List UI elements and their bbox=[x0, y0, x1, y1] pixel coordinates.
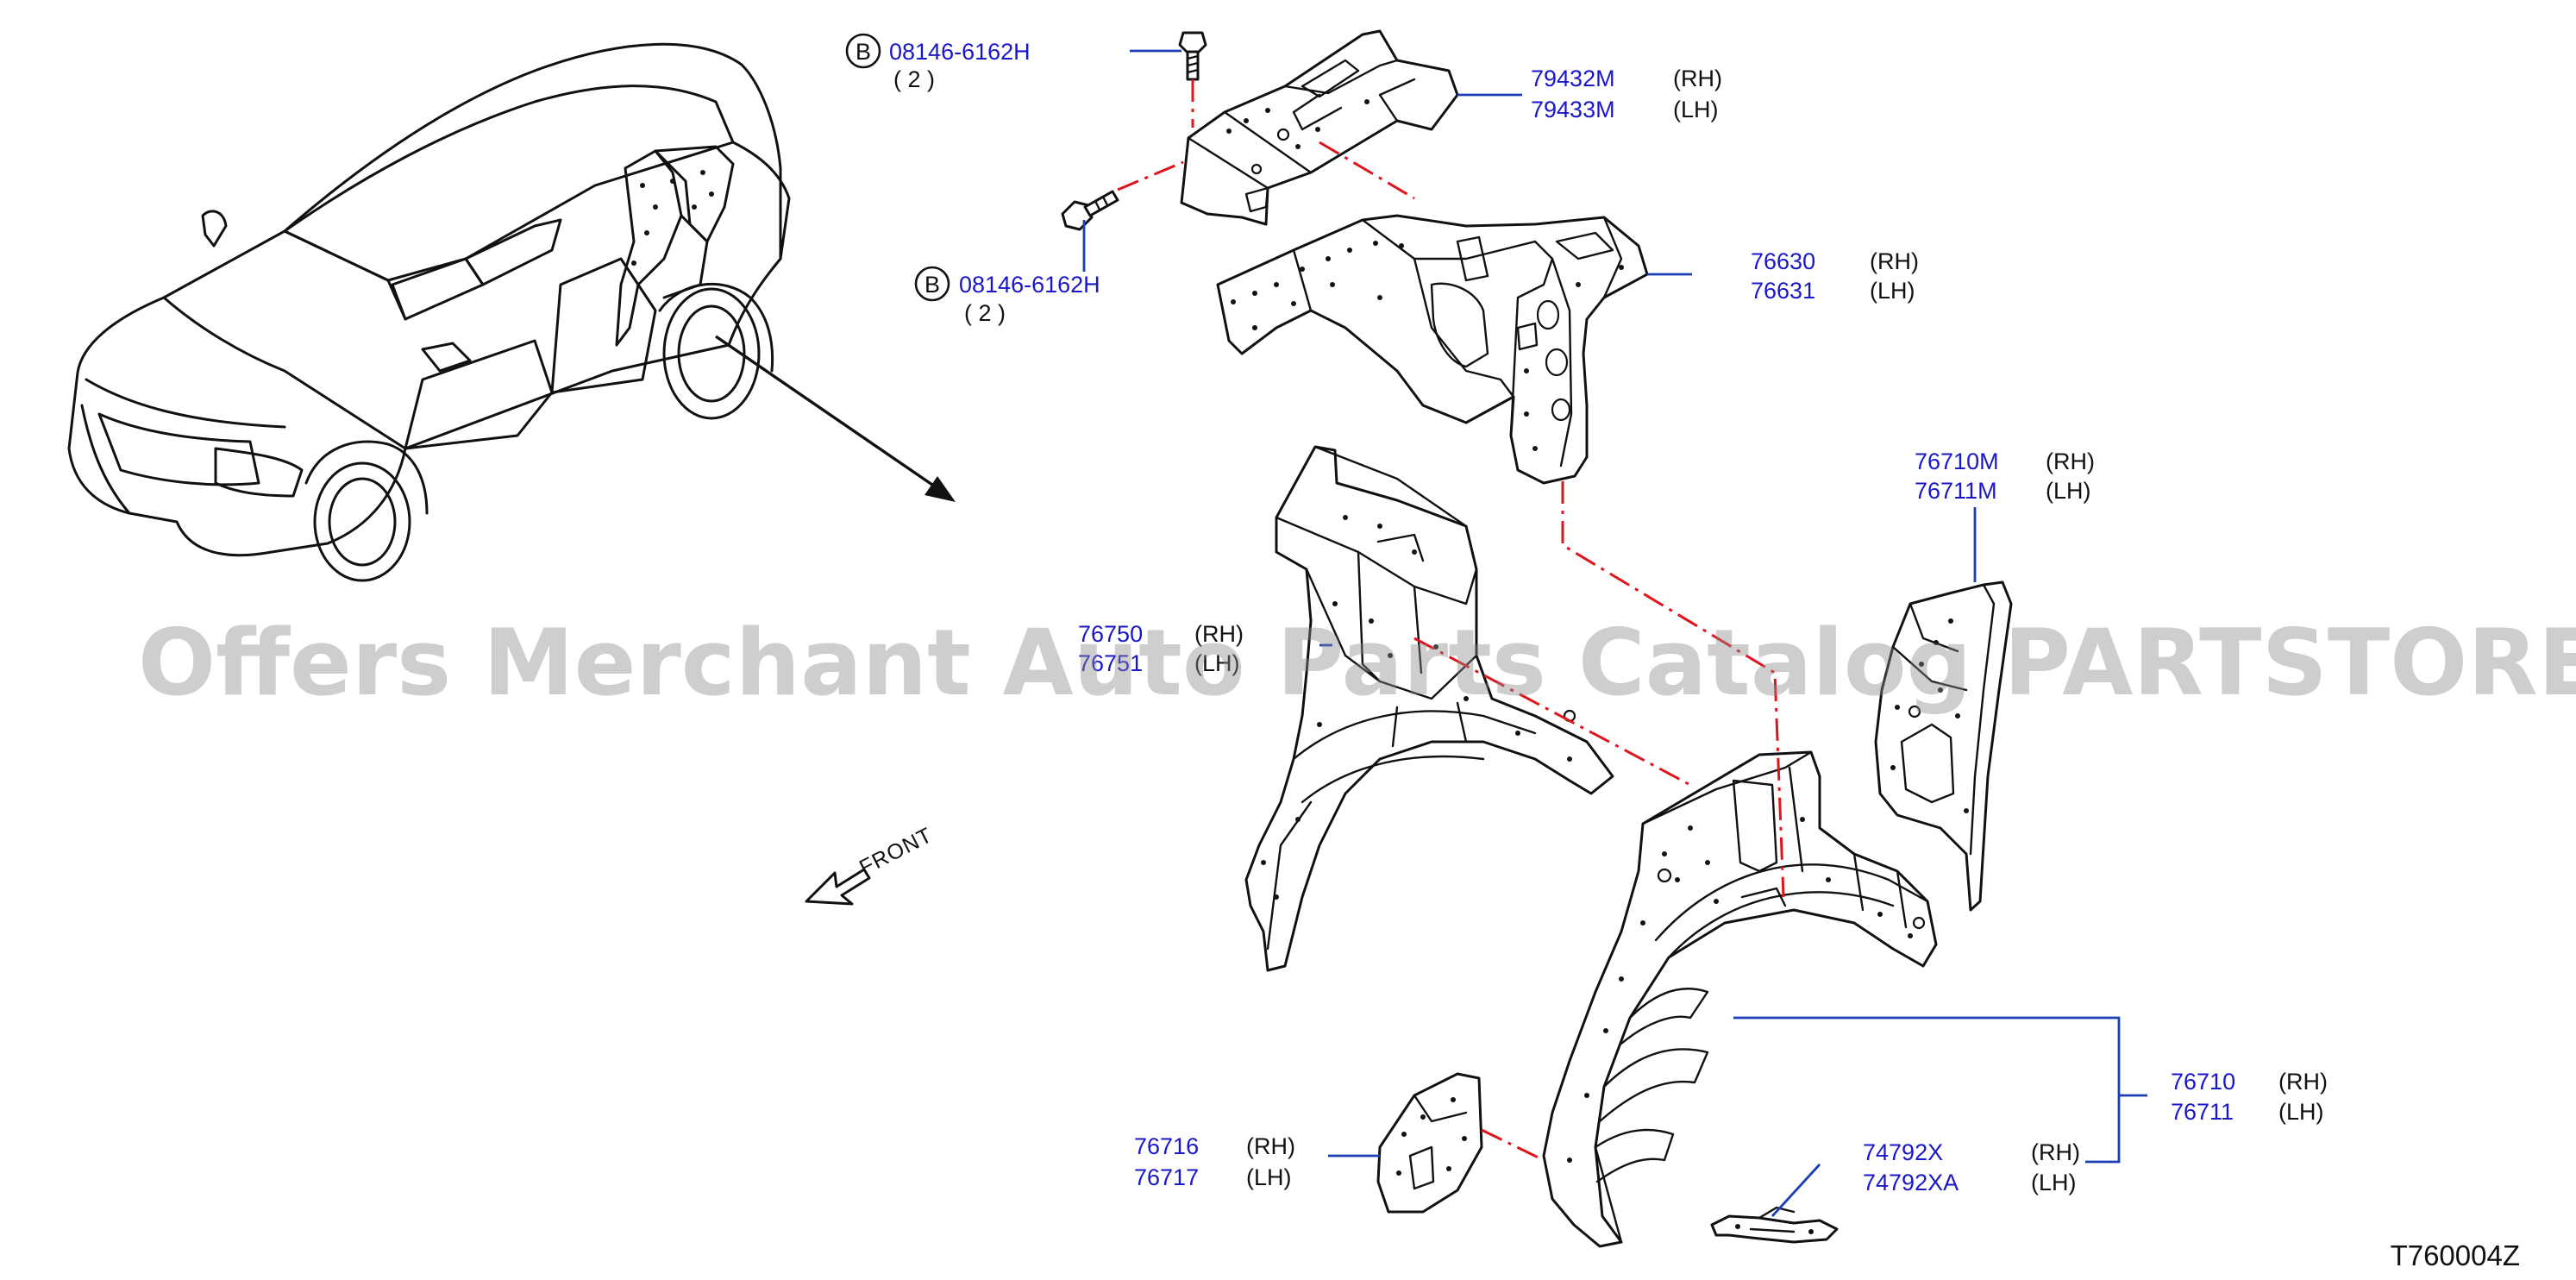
part-number-rh[interactable]: 76710M bbox=[1915, 449, 1999, 474]
part-76716-plate bbox=[1376, 1072, 1483, 1214]
part-number-rh[interactable]: 76716 bbox=[1134, 1133, 1199, 1159]
part-number-lh[interactable]: 76711 bbox=[2171, 1099, 2234, 1125]
front-direction-indicator: FRONT bbox=[805, 823, 937, 906]
diagram-code: T760004Z bbox=[2391, 1239, 2520, 1271]
side-rh: (RH) bbox=[1870, 248, 1919, 274]
callout-76750: 76750 (RH) 76751 (LH) bbox=[1078, 621, 1244, 676]
part-76710m-side-panel bbox=[1874, 580, 2013, 912]
part-number-lh[interactable]: 74792XA bbox=[1863, 1170, 1959, 1195]
side-lh: (LH) bbox=[2031, 1170, 2077, 1195]
bolt-badge-label: B bbox=[924, 272, 940, 298]
bolt-badge-icon bbox=[914, 266, 950, 302]
side-lh: (LH) bbox=[1246, 1164, 1292, 1190]
part-number-rh[interactable]: 76750 bbox=[1078, 621, 1143, 647]
callout-76710m: 76710M (RH) 76711M (LH) bbox=[1915, 449, 2095, 504]
part-number-lh[interactable]: 76711M bbox=[1915, 478, 1997, 504]
callout-76630: 76630 (RH) 76631 (LH) bbox=[1751, 248, 1919, 304]
part-number-rh[interactable]: 74792X bbox=[1863, 1139, 1943, 1165]
callout-79432m: 79432M (RH) 79433M (LH) bbox=[1531, 66, 1722, 122]
watermark: Offers Merchant Auto Parts Catalog PARTS… bbox=[138, 610, 2576, 716]
part-number-rh[interactable]: 76630 bbox=[1751, 248, 1815, 274]
side-lh: (LH) bbox=[1870, 278, 1915, 304]
part-number-rh[interactable]: 79432M bbox=[1531, 66, 1615, 91]
part-number-lh[interactable]: 76631 bbox=[1751, 278, 1815, 304]
bolt-quantity: ( 2 ) bbox=[893, 66, 935, 92]
part-number-lh[interactable]: 76751 bbox=[1078, 650, 1143, 676]
bolt-part-number[interactable]: 08146-6162H bbox=[889, 39, 1031, 65]
side-rh: (RH) bbox=[2046, 449, 2095, 474]
side-lh: (LH) bbox=[2278, 1099, 2324, 1125]
side-rh: (RH) bbox=[1194, 621, 1244, 647]
bolt-callout-2: B 08146-6162H ( 2 ) bbox=[914, 266, 1100, 326]
part-79432m-bracket bbox=[1180, 29, 1459, 226]
side-rh: (RH) bbox=[2031, 1139, 2080, 1165]
bolt-top bbox=[1178, 31, 1207, 81]
part-number-lh[interactable]: 76717 bbox=[1134, 1164, 1199, 1190]
callout-76716: 76716 (RH) 76717 (LH) bbox=[1134, 1133, 1295, 1190]
leader-lines bbox=[1082, 49, 2147, 1217]
bolt-left bbox=[1061, 190, 1119, 231]
side-rh: (RH) bbox=[1673, 66, 1722, 91]
part-74792x-bracket bbox=[1710, 1206, 1839, 1244]
bolt-callout-1: B 08146-6162H ( 2 ) bbox=[845, 33, 1031, 92]
bolt-part-number[interactable]: 08146-6162H bbox=[959, 272, 1100, 298]
part-number-rh[interactable]: 76710 bbox=[2171, 1069, 2235, 1095]
part-76750-inner-wheelhouse bbox=[1244, 445, 1614, 972]
callout-74792x: 74792X (RH) 74792XA (LH) bbox=[1863, 1139, 2080, 1195]
bolt-quantity: ( 2 ) bbox=[964, 300, 1006, 326]
callout-76710: 76710 (RH) 76711 (LH) bbox=[2171, 1069, 2328, 1125]
part-76630-upper-panel bbox=[1216, 214, 1649, 485]
bolt-badge-label: B bbox=[856, 39, 871, 65]
vehicle-overview bbox=[67, 42, 956, 582]
side-lh: (LH) bbox=[2046, 478, 2091, 504]
part-number-lh[interactable]: 79433M bbox=[1531, 97, 1615, 122]
side-lh: (LH) bbox=[1194, 650, 1240, 676]
part-76710-outer-wheelhouse bbox=[1542, 750, 1938, 1248]
front-label: FRONT bbox=[856, 823, 937, 880]
side-lh: (LH) bbox=[1673, 97, 1719, 122]
side-rh: (RH) bbox=[2278, 1069, 2328, 1095]
assembly-lines bbox=[1117, 79, 1785, 1162]
side-rh: (RH) bbox=[1246, 1133, 1295, 1159]
bolt-badge-icon bbox=[845, 33, 881, 69]
